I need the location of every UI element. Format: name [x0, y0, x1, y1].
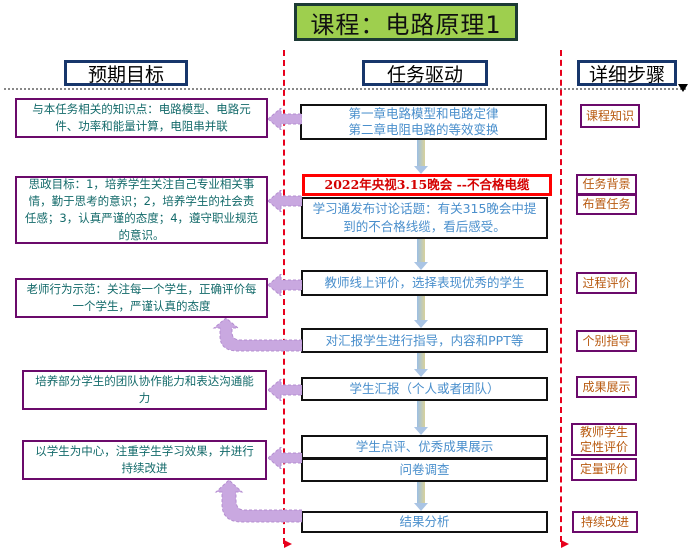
down-arrow-icon [414, 296, 428, 328]
step-qualitative-evaluation: 教师学生定性评价 [571, 423, 637, 456]
divider-right-arrow-icon [561, 540, 569, 548]
task-survey: 问卷调查 [301, 458, 548, 482]
step-quantitative-evaluation: 定量评价 [571, 458, 637, 481]
goal-ideology: 思政目标：1，培养学生关注自己专业相关事情，勤于思考的意识；2，培养学生的社会责… [15, 176, 268, 244]
down-arrow-icon [414, 401, 428, 435]
left-arrow-icon [268, 379, 302, 401]
task-online-evaluation: 教师线上评价，选择表现优秀的学生 [301, 270, 548, 296]
step-continuous-improvement: 持续改进 [572, 511, 638, 533]
goal-teamwork: 培养部分学生的团队协作能力和表达沟通能力 [22, 370, 267, 410]
divider-right [560, 50, 562, 542]
task-student-report: 学生汇报（个人或者团队） [301, 377, 548, 401]
task-discussion: 学习通发布讨论话题：有关315晚会中提到的不合格线缆，看后感受。 [301, 197, 548, 239]
divider-arrow-icon [678, 84, 688, 92]
down-arrow-icon [414, 239, 428, 270]
step-task-background: 任务背景 [576, 174, 637, 195]
left-arrow-icon [268, 274, 302, 296]
column-header-steps: 详细步骤 [577, 60, 677, 86]
header-divider-line [4, 88, 686, 90]
left-arrow-icon [268, 190, 302, 212]
left-arrow-icon [268, 108, 302, 130]
column-header-tasks: 任务驱动 [362, 60, 488, 86]
step-result-display: 成果展示 [576, 376, 637, 398]
uturn-arrow-icon [210, 480, 302, 526]
goal-student-centered: 以学生为中心，注重学生学习效果，并进行持续改进 [22, 440, 267, 480]
uturn-arrow-icon [210, 318, 302, 354]
step-process-evaluation: 过程评价 [576, 272, 637, 294]
step-assign-task: 布置任务 [576, 194, 637, 215]
task-peer-review: 学生点评、优秀成果展示 [301, 435, 548, 459]
down-arrow-icon [414, 353, 428, 377]
task-chapters: 第一章电路模型和电路定律 第二章电阻电路的等效变换 [300, 104, 547, 140]
page-title: 课程：电路原理1 [294, 3, 518, 41]
down-arrow-icon [414, 140, 428, 174]
step-individual-guidance: 个别指导 [576, 330, 637, 352]
divider-left-arrow-icon [284, 540, 292, 548]
task-result-analysis: 结果分析 [301, 511, 548, 533]
task-guidance: 对汇报学生进行指导，内容和PPT等 [301, 328, 548, 353]
left-arrow-icon [268, 447, 302, 469]
column-header-goals: 预期目标 [64, 60, 188, 86]
goal-teacher-behavior: 老师行为示范：关注每一个学生，正确评价每一个学生，严谨认真的态度 [15, 278, 268, 318]
divider-left [283, 50, 285, 544]
down-arrow-icon [414, 482, 428, 511]
goal-knowledge: 与本任务相关的知识点：电路模型、电路元件、功率和能量计算，电阻串并联 [15, 98, 268, 138]
task-background-highlight: 2022年央视3.15晚会 --不合格电缆 [302, 174, 552, 196]
step-course-knowledge: 课程知识 [580, 104, 640, 128]
